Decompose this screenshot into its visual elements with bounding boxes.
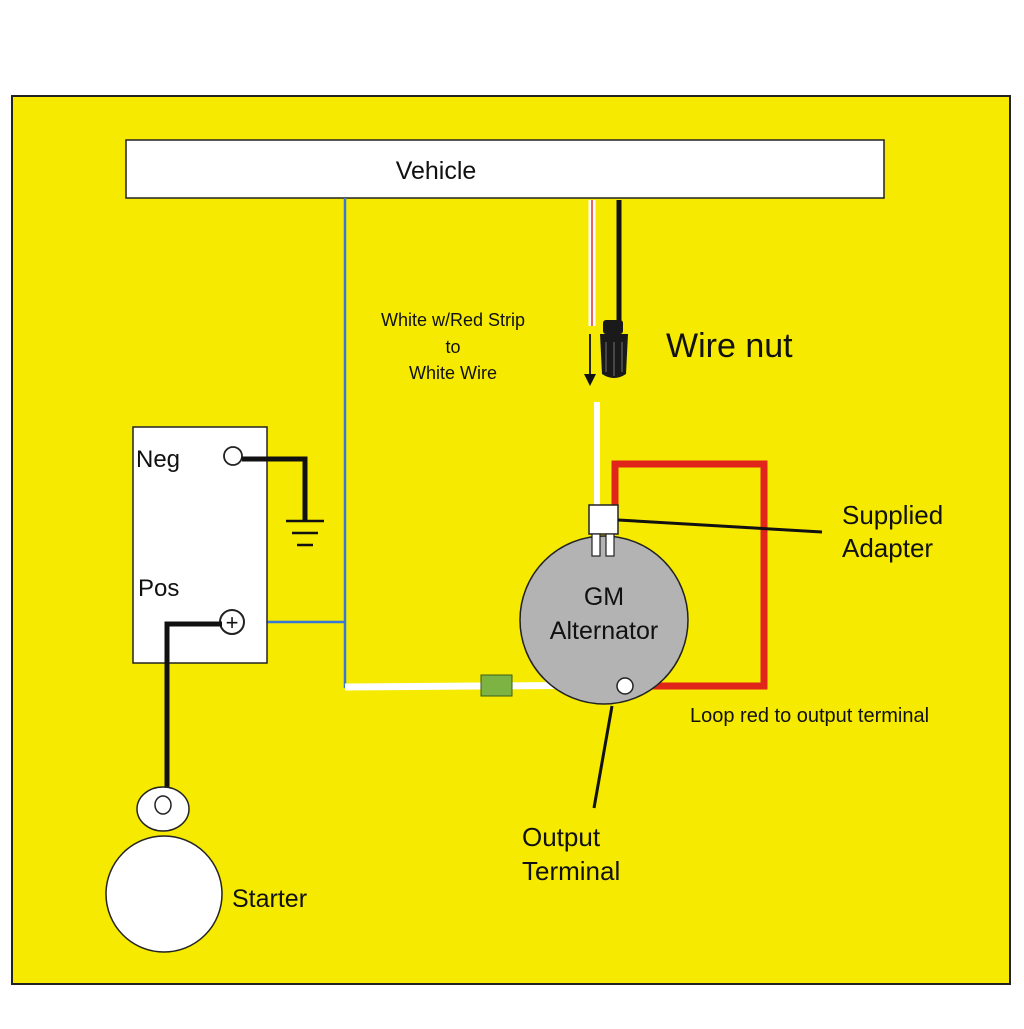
starter-cable <box>164 621 222 794</box>
starter-label: Starter <box>232 885 307 913</box>
output-terminal <box>616 677 634 695</box>
starter-terminal-hole <box>154 795 172 815</box>
negative-terminal <box>223 446 243 466</box>
supplied-label-line1: Supplied <box>842 500 943 530</box>
alternator-label-line1: GM <box>584 583 624 611</box>
adapter-pin-left <box>591 533 601 557</box>
adapter-pin-right <box>605 533 615 557</box>
output-label-line1: Output <box>522 822 601 852</box>
loop-red-label: Loop red to output terminal <box>690 705 929 727</box>
down-arrow-icon <box>584 334 596 386</box>
strip-label-line2: to <box>445 337 460 357</box>
wire-nut-icon <box>600 320 628 378</box>
ground-icon <box>286 519 324 547</box>
gm-alternator <box>519 535 689 705</box>
green-connector <box>480 674 513 697</box>
starter <box>105 835 223 953</box>
ground-wire <box>242 456 308 520</box>
strip-label-line3: White Wire <box>409 363 497 383</box>
alternator-label-line2: Alternator <box>550 617 658 645</box>
vehicle-label: Vehicle <box>396 157 477 185</box>
positive-symbol: + <box>226 610 239 635</box>
adapter-pointer-line <box>617 518 823 534</box>
red-loop-wire <box>611 460 768 690</box>
supplied-label-line2: Adapter <box>842 533 933 563</box>
pos-label: Pos <box>138 575 179 602</box>
output-pointer-line <box>592 705 614 809</box>
output-label-line2: Terminal <box>522 856 620 886</box>
wire-nut-label: Wire nut <box>666 327 793 365</box>
supplied-adapter <box>588 504 619 535</box>
vehicle-bar <box>125 139 885 199</box>
neg-label: Neg <box>136 446 180 473</box>
strip-label-line1: White w/Red Strip <box>381 310 525 330</box>
